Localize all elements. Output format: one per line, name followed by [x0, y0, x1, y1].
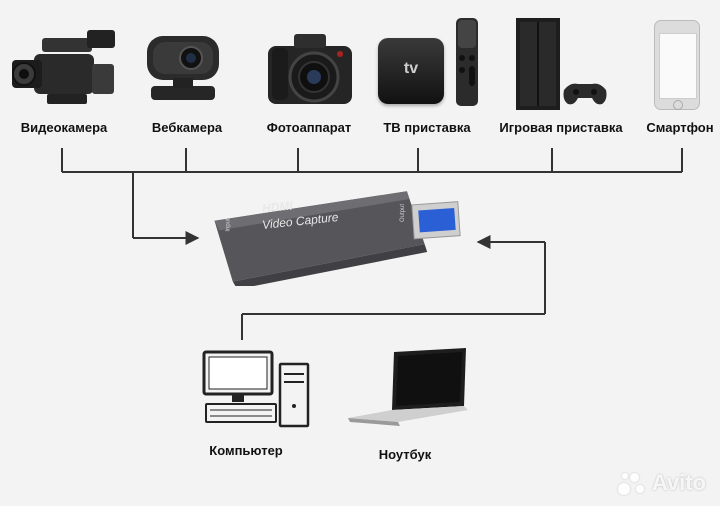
tv-remote-icon [456, 18, 478, 106]
camcorder-label: Видеокамера [20, 120, 108, 135]
tv-box-icon: tv [378, 38, 444, 104]
tv-box-label: ТВ приставка [383, 120, 471, 135]
smartphone-screen [659, 33, 697, 99]
smartphone-home-button [673, 100, 683, 110]
avito-watermark-text: Avito [651, 470, 706, 495]
camcorder-icon [12, 30, 115, 104]
adapter-output-label: Output [400, 203, 407, 223]
photo-camera-label: Фотоаппарат [266, 120, 352, 135]
avito-watermark: Avito [617, 470, 706, 496]
webcam-icon [147, 36, 219, 100]
smartphone-icon [654, 20, 700, 110]
tv-box-logo: tv [403, 60, 419, 77]
adapter-input-label: Input [225, 218, 232, 232]
smartphone-label: Смартфон [646, 120, 714, 135]
laptop-label: Ноутбук [378, 447, 432, 462]
hdmi-capture-adapter [214, 191, 461, 286]
photo-camera-icon [268, 34, 352, 104]
laptop-icon [348, 348, 468, 426]
avito-logo-icon [617, 471, 646, 495]
desktop-computer-icon [202, 350, 310, 428]
game-console-label: Игровая приставка [499, 120, 623, 135]
desktop-computer-label: Компьютер [209, 443, 283, 458]
game-console-icon [516, 18, 607, 110]
webcam-label: Вебкамера [151, 120, 223, 135]
